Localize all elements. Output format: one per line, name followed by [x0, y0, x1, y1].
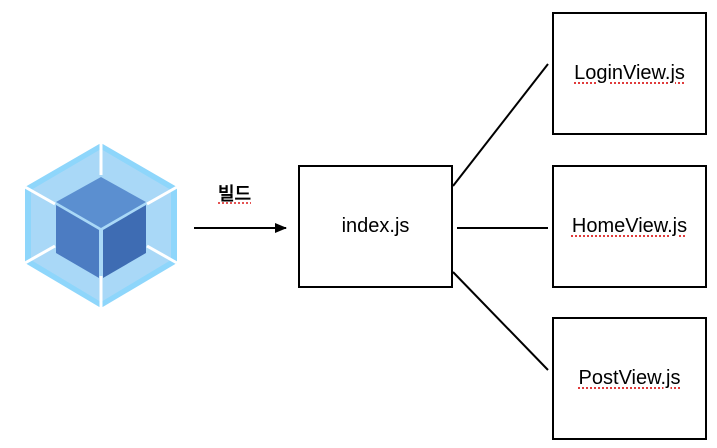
post-view-label: PostView.js: [578, 367, 681, 389]
logo-cube-right: [103, 205, 146, 278]
build-label-text: 빌드: [218, 184, 252, 205]
logo-cube-top: [56, 177, 146, 228]
connector-index-login: [452, 63, 549, 187]
webpack-logo-icon: [24, 143, 178, 308]
logo-cube-left: [56, 205, 99, 278]
connector-index-post: [452, 271, 549, 371]
login-view-node: LoginView.js: [552, 12, 707, 135]
index-js-node: index.js: [298, 165, 453, 288]
home-view-node: HomeView.js: [552, 165, 707, 288]
login-view-label: LoginView.js: [574, 62, 685, 84]
build-label: 빌드: [218, 180, 251, 206]
home-view-label: HomeView.js: [571, 215, 688, 237]
post-view-node: PostView.js: [552, 317, 707, 440]
index-js-label: index.js: [341, 215, 410, 237]
